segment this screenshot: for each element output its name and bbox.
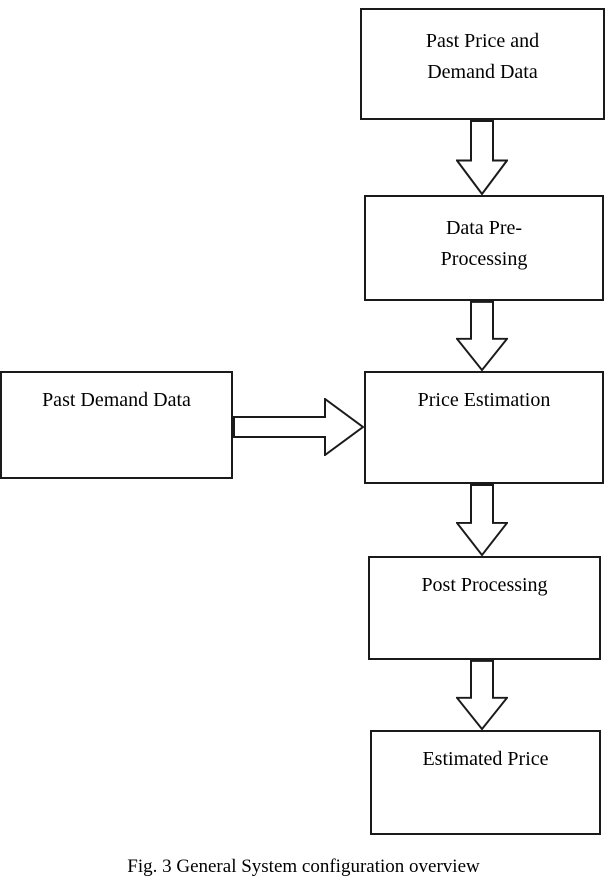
- node-label-line: Data Pre-: [445, 217, 523, 239]
- node-past-price-and-demand-data: Past Price and Demand Data: [360, 8, 605, 120]
- node-label-line: Demand Data: [427, 61, 538, 83]
- arrow-down-to-post-processing-icon: [456, 484, 508, 556]
- arrow-down-to-price-estimation-icon: [456, 301, 508, 371]
- node-data-pre-processing: Data Pre- Processing: [364, 195, 604, 301]
- arrow-down-to-estimated-price-icon: [456, 660, 508, 730]
- node-post-processing: Post Processing: [368, 556, 601, 660]
- node-price-estimation: Price Estimation: [364, 371, 604, 484]
- node-label-line: Past Price and: [425, 30, 540, 52]
- node-label-line: Processing: [440, 248, 528, 270]
- node-label-line: Estimated Price: [422, 748, 549, 770]
- node-estimated-price: Estimated Price: [370, 730, 601, 835]
- node-label-line: Post Processing: [421, 574, 548, 596]
- figure-caption: Fig. 3 General System configuration over…: [127, 856, 480, 877]
- node-label-line: Price Estimation: [417, 389, 551, 411]
- node-past-demand-data: Past Demand Data: [0, 371, 233, 479]
- node-label-line: Past Demand Data: [42, 389, 191, 411]
- arrow-down-to-preprocessing-icon: [456, 120, 508, 195]
- arrow-right-to-price-estimation-icon: [233, 398, 364, 456]
